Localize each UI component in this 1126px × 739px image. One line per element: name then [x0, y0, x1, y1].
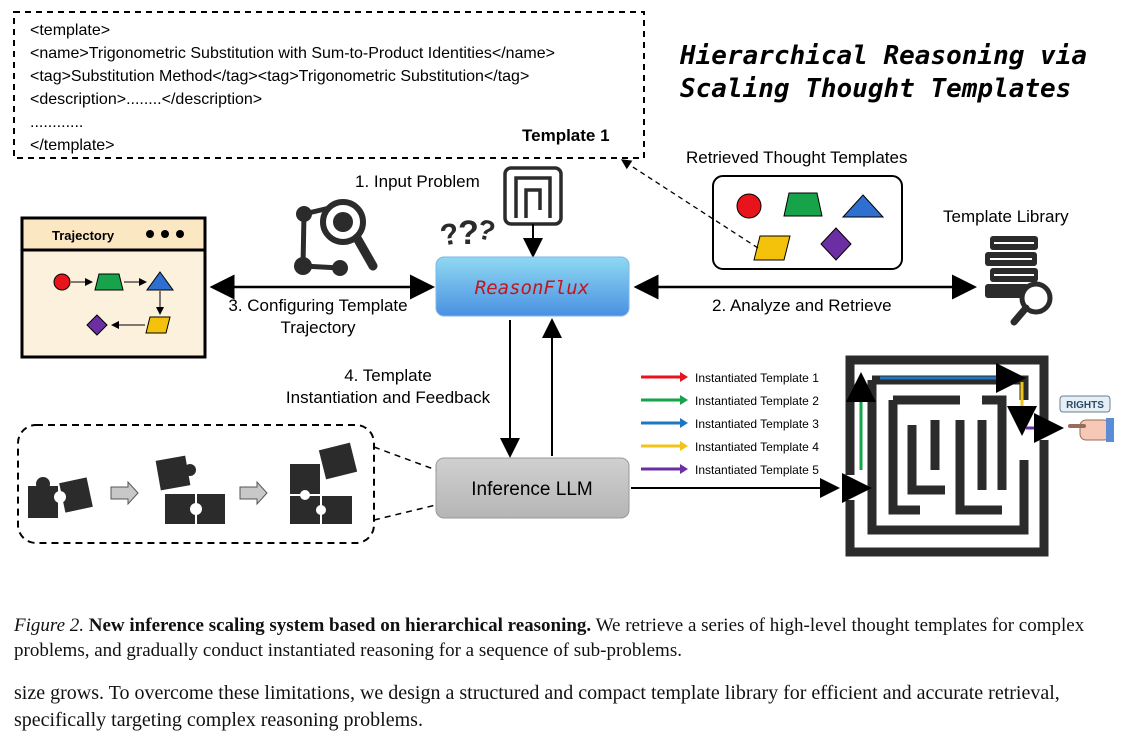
window-dot — [161, 230, 169, 238]
step-arrow-icon — [239, 480, 268, 506]
trajectory-trapezoid — [94, 273, 124, 291]
trajectory-diamond — [86, 314, 108, 336]
reasonflux-node: ReasonFlux — [435, 256, 630, 317]
legend-label: Instantiated Template 5 — [695, 463, 819, 477]
legend-arrow-head — [680, 372, 688, 382]
title-line-2: Scaling Thought Templates — [680, 74, 1071, 104]
caption-label: Figure 2. — [14, 615, 85, 636]
configuring-label-2: Trajectory — [281, 318, 356, 337]
body-paragraph: size grows. To overcome these limitation… — [14, 682, 1060, 731]
legend-label: Instantiated Template 4 — [695, 440, 819, 454]
template-line-5: ............ — [30, 114, 83, 131]
trajectory-circle — [53, 273, 71, 291]
legend-label: Instantiated Template 1 — [695, 371, 819, 385]
svg-text:?: ? — [475, 213, 498, 247]
trajectory-window: Trajectory — [20, 216, 207, 359]
puzzle-piece-icon — [290, 442, 358, 524]
template-line-2: <name>Trigonometric Substitution with Su… — [30, 45, 555, 62]
question-marks-icon: ? ? ? — [438, 213, 498, 253]
legend-arrow-head — [680, 464, 688, 474]
svg-text:?: ? — [438, 217, 462, 253]
step-arrow-icon — [110, 480, 139, 506]
circle-shape — [736, 193, 762, 219]
instantiation-label-1: 4. Template — [344, 366, 432, 385]
big-maze — [845, 355, 1049, 557]
template-line-3: <tag>Substitution Method</tag><tag>Trigo… — [30, 68, 529, 85]
template-line-6: </template> — [30, 137, 115, 154]
trajectory-triangle — [146, 271, 174, 291]
window-dot — [176, 230, 184, 238]
instantiation-label-2: Instantiation and Feedback — [286, 388, 491, 407]
triangle-shape — [841, 194, 885, 218]
puzzle-piece-icon — [155, 455, 225, 524]
window-dot — [146, 230, 154, 238]
legend-label: Instantiated Template 3 — [695, 417, 819, 431]
legend: Instantiated Template 1 Instantiated Temp… — [641, 371, 819, 477]
retrieved-templates-box — [712, 175, 903, 270]
trajectory-parallelogram — [145, 316, 171, 334]
legend-arrow-head — [680, 441, 688, 451]
maze-icon — [503, 166, 563, 226]
legend-arrow-head — [680, 395, 688, 405]
rights-sign: RIGHTS — [1059, 395, 1111, 413]
template-line-4: <description>........</description> — [30, 91, 262, 108]
legend-label: Instantiated Template 2 — [695, 394, 819, 408]
trajectory-title: Trajectory — [52, 228, 115, 243]
figure-caption: Figure 2. New inference scaling system b… — [14, 613, 1114, 663]
svg-text:?: ? — [458, 214, 479, 252]
template-library-label: Template Library — [943, 207, 1069, 226]
reasonflux-label: ReasonFlux — [475, 277, 590, 299]
template-box-label: Template 1 — [522, 126, 610, 145]
inference-llm-node: Inference LLM — [435, 457, 630, 519]
svg-text:RIGHTS: RIGHTS — [1066, 400, 1104, 411]
inference-llm-label: Inference LLM — [471, 479, 592, 500]
retrieved-templates-label: Retrieved Thought Templates — [686, 148, 907, 167]
template-box: <template> <name>Trigonometric Substitut… — [13, 11, 645, 159]
puzzle-box — [17, 424, 437, 544]
caption-text: We retrieve a series of high-level thoug… — [14, 615, 1085, 661]
parallelogram-shape — [753, 235, 791, 261]
title-line-1: Hierarchical Reasoning via — [679, 41, 1087, 71]
analyze-retrieve-label: 2. Analyze and Retrieve — [712, 296, 892, 315]
input-problem-label: 1. Input Problem — [355, 172, 480, 191]
template-line-1: <template> — [30, 22, 110, 39]
search-network-icon — [294, 199, 378, 276]
book-search-icon — [985, 236, 1053, 326]
diamond-shape — [820, 227, 852, 261]
caption-bold: New inference scaling system based on hi… — [88, 615, 592, 636]
trapezoid-shape — [783, 192, 823, 217]
configuring-label-1: 3. Configuring Template — [228, 296, 407, 315]
pointing-hand-icon — [1068, 418, 1114, 442]
legend-arrow-head — [680, 418, 688, 428]
puzzle-piece-icon — [28, 477, 93, 518]
